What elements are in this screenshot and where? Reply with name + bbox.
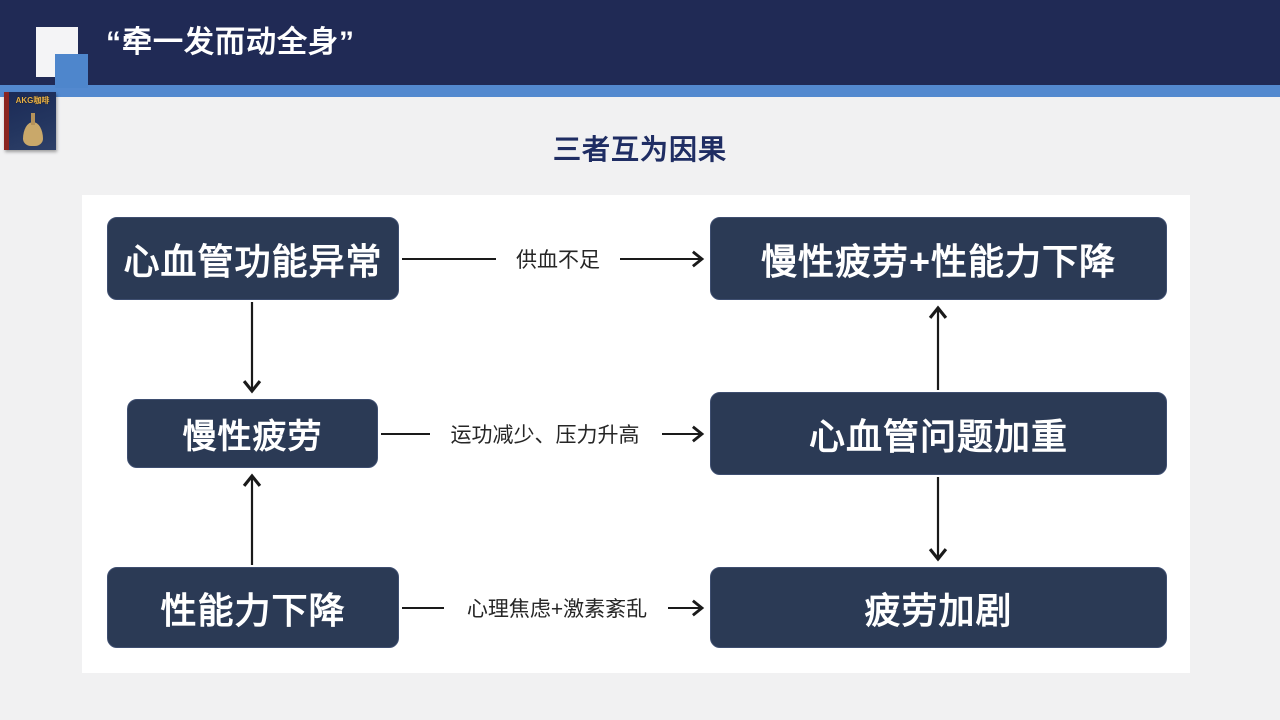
node-cardiovascular-dysfunction: 心血管功能异常	[107, 217, 399, 300]
edge-label-less-exercise-pressure: 运功减少、压力升高	[446, 419, 644, 449]
edge-label-insufficient-blood: 供血不足	[512, 244, 604, 274]
edge-label-anxiety-hormone: 心理焦虑+激素紊乱	[462, 593, 652, 623]
product-box-image: AKG咖啡	[4, 92, 56, 150]
slide-header	[0, 0, 1280, 85]
node-chronic-fatigue: 慢性疲劳	[127, 399, 378, 468]
header-accent-stripe	[0, 85, 1280, 97]
slide-title: “牵一发而动全身”	[106, 26, 355, 59]
product-brand-label: AKG咖啡	[15, 96, 50, 105]
diagram-subtitle: 三者互为因果	[552, 134, 727, 165]
node-fatigue-intensifies: 疲劳加剧	[710, 567, 1167, 648]
header-decor-blue-square	[55, 54, 88, 88]
node-cardiovascular-worsens: 心血管问题加重	[710, 392, 1167, 475]
node-sexual-decline: 性能力下降	[107, 567, 399, 648]
node-fatigue-plus-sexual-decline: 慢性疲劳+性能力下降	[710, 217, 1167, 300]
product-tree-illustration	[22, 113, 43, 146]
